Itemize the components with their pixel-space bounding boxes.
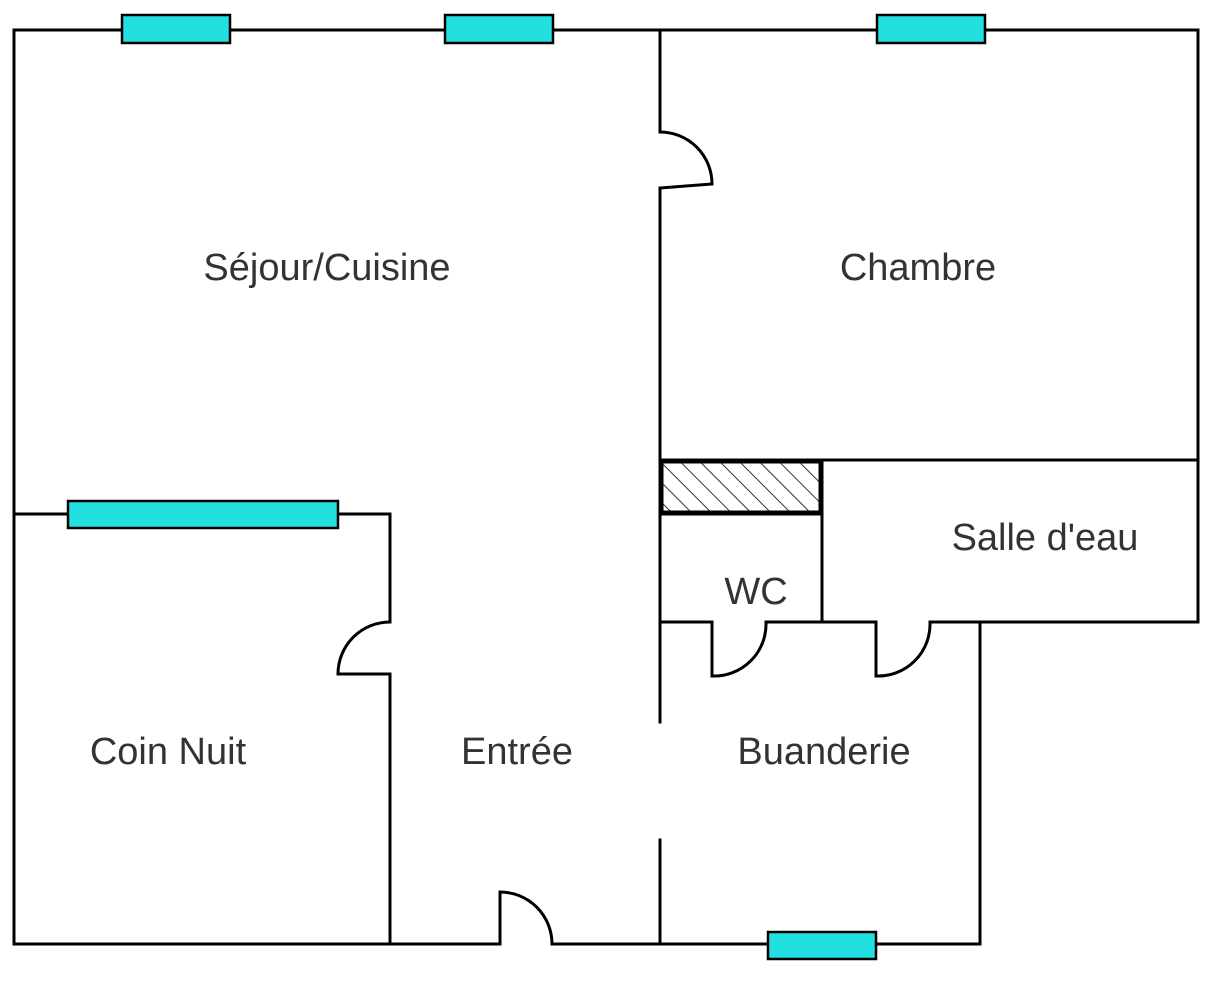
doors — [336, 130, 932, 945]
label-coin-nuit: Coin Nuit — [90, 731, 247, 773]
door-chambre-arc — [659, 130, 714, 190]
window-chambre — [875, 13, 987, 45]
label-buanderie: Buanderie — [737, 731, 910, 773]
label-sejour-cuisine: Séjour/Cuisine — [203, 247, 450, 289]
door-coin-nuit-arc — [336, 620, 391, 676]
label-chambre: Chambre — [840, 247, 996, 289]
windows — [66, 13, 987, 961]
hatched-duct — [660, 460, 822, 514]
window-coin-nuit — [66, 499, 340, 530]
room-labels: Séjour/Cuisine Chambre Salle d'eau WC Co… — [90, 247, 1139, 773]
label-salle-deau: Salle d'eau — [952, 517, 1139, 559]
door-wc-arc — [710, 621, 768, 678]
door-entree-arc — [498, 890, 554, 945]
window-sejour-2 — [443, 13, 555, 45]
label-entree: Entrée — [461, 731, 573, 773]
door-salle-deau-arc — [874, 621, 932, 678]
window-sejour-1 — [120, 13, 232, 45]
label-wc: WC — [724, 571, 787, 613]
window-buanderie — [766, 930, 878, 961]
interior-walls — [12, 28, 1200, 946]
outer-walls — [12, 28, 1200, 946]
